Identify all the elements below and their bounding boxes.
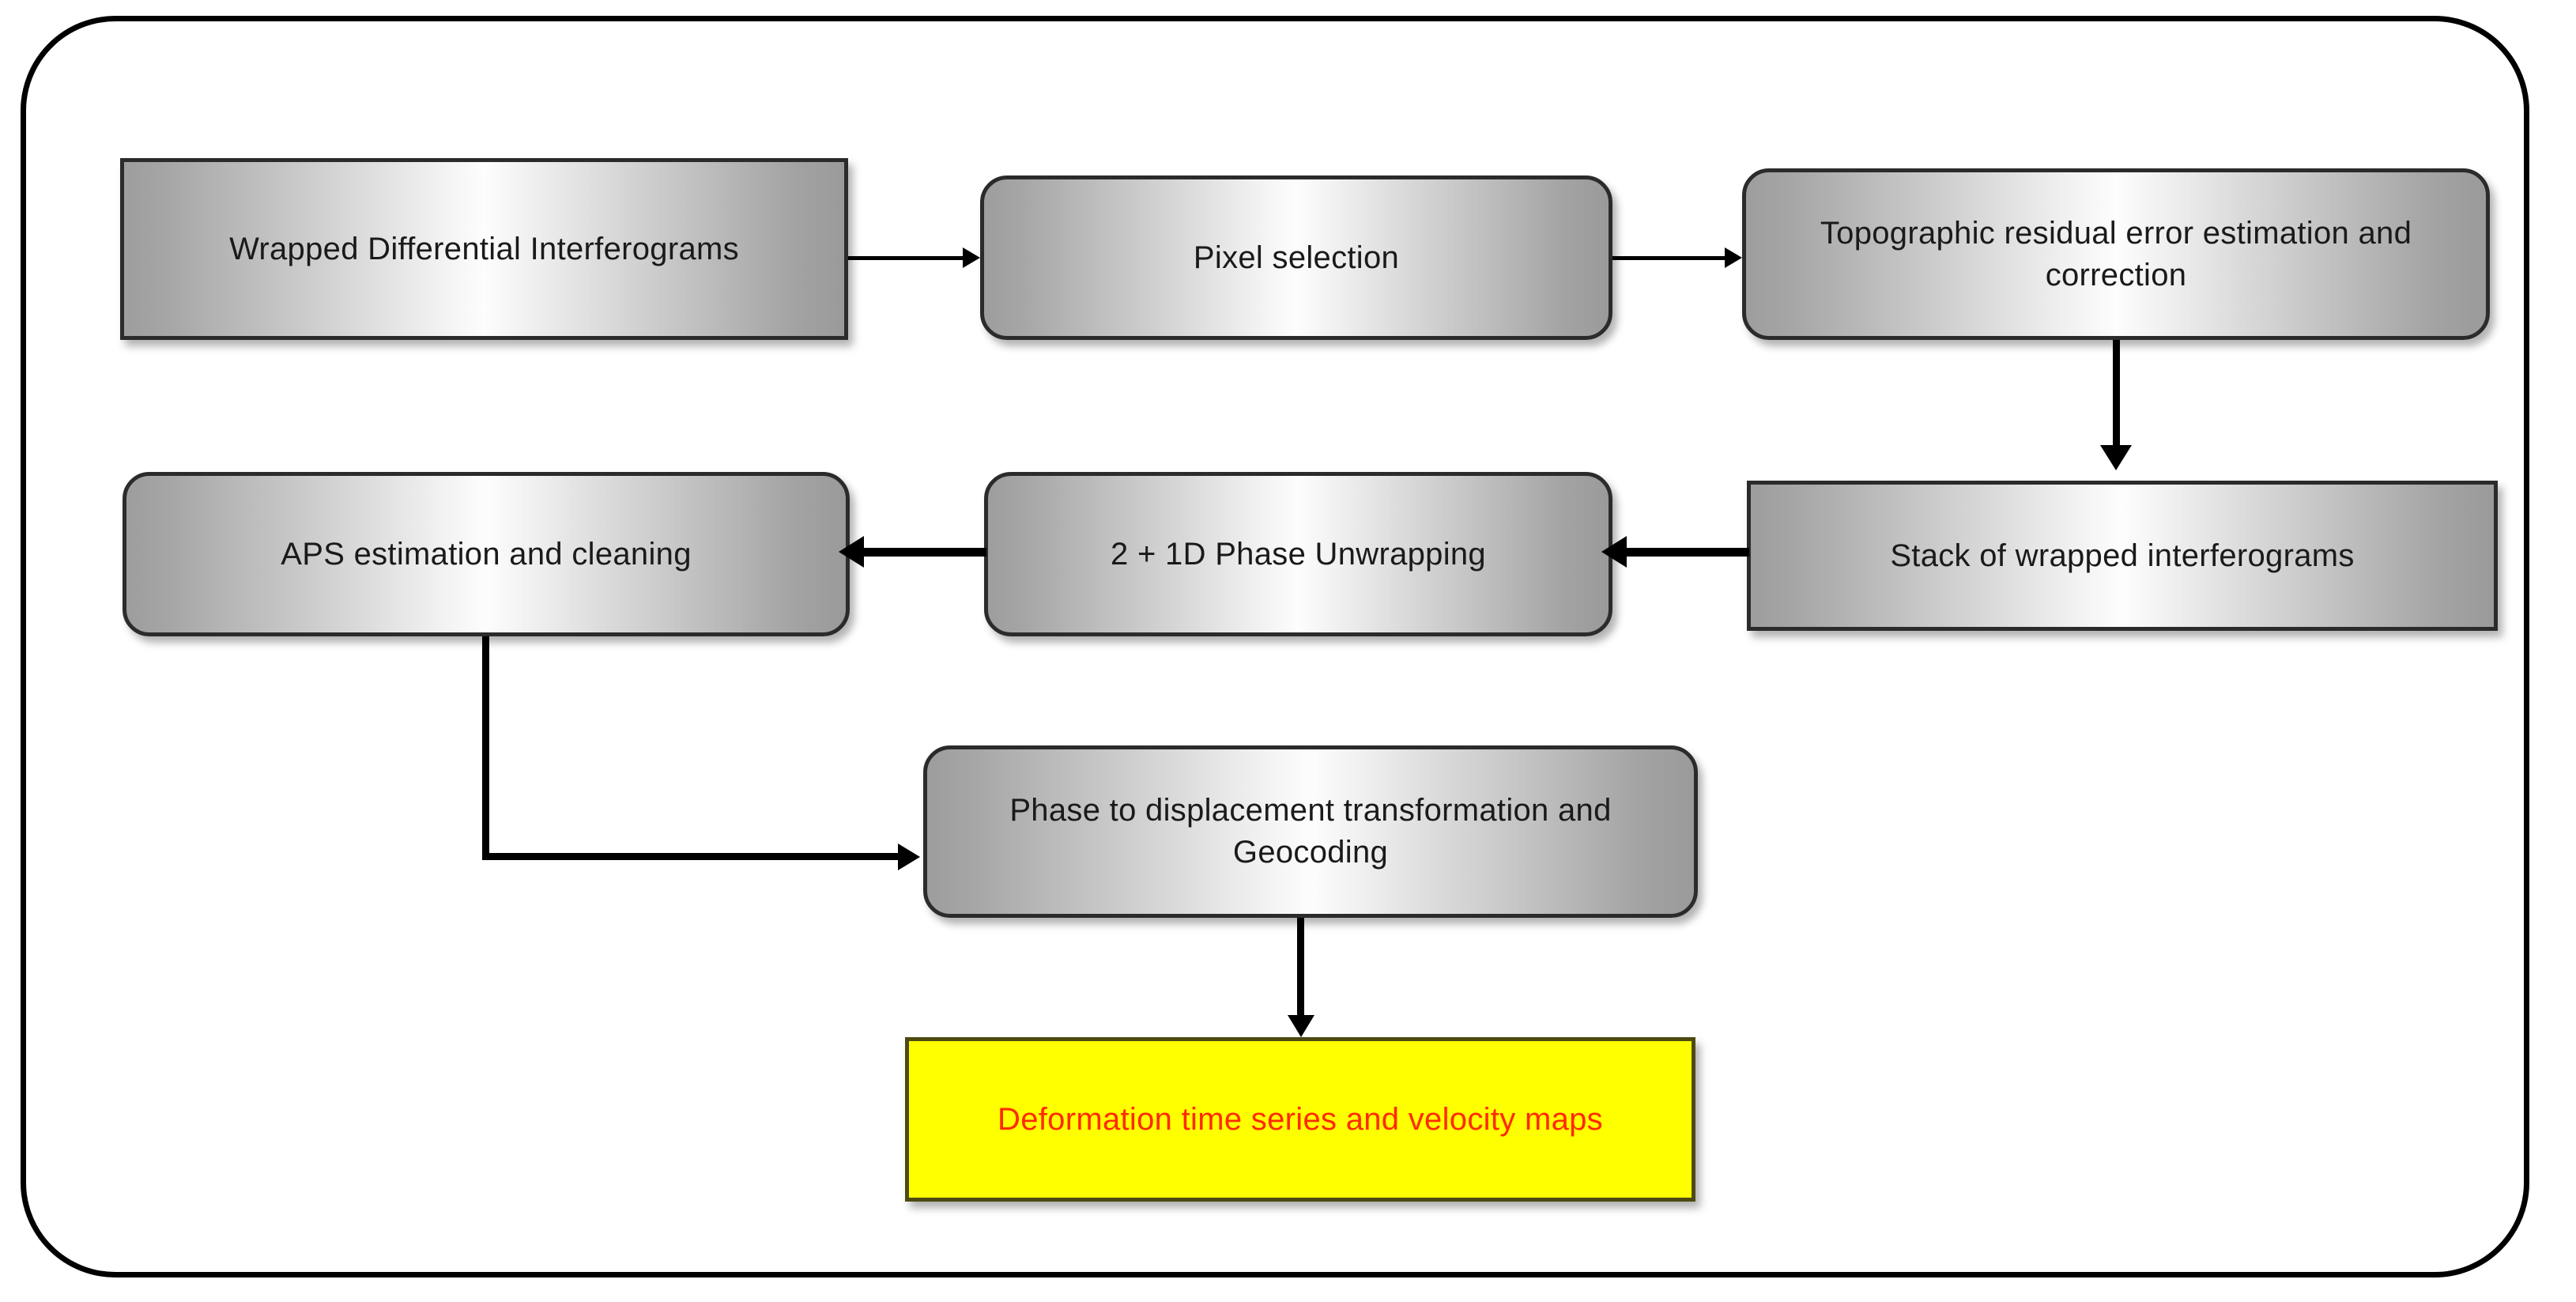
node-phase-unwrapping[interactable]: 2 + 1D Phase Unwrapping <box>984 472 1612 636</box>
node-aps-estimation-and-cleaning[interactable]: APS estimation and cleaning <box>123 472 850 636</box>
node-label: APS estimation and cleaning <box>281 536 692 572</box>
edge-stack-to-unwrap-arrowhead <box>1601 536 1627 568</box>
node-pixel-selection[interactable]: Pixel selection <box>980 175 1612 340</box>
edge-pixel-to-topographic-line <box>1612 256 1728 260</box>
node-phase-to-displacement[interactable]: Phase to displacement transformation and… <box>923 745 1698 918</box>
edge-unwrap-to-aps-arrowhead <box>839 536 864 568</box>
node-wrapped-differential-interferograms[interactable]: Wrapped Differential Interferograms <box>120 158 848 340</box>
edge-topographic-to-stack-arrowhead <box>2100 445 2132 470</box>
edge-aps-to-phase-vertical <box>482 636 489 860</box>
node-label: Stack of wrapped interferograms <box>1890 538 2355 573</box>
node-label: Topographic residual error estimation an… <box>1820 215 2412 292</box>
node-stack-of-wrapped-interferograms[interactable]: Stack of wrapped interferograms <box>1747 481 2498 631</box>
node-label: Deformation time series and velocity map… <box>998 1101 1603 1137</box>
edge-wrapped-to-pixel-line <box>848 256 967 260</box>
edge-wrapped-to-pixel-arrowhead <box>963 247 980 268</box>
edge-unwrap-to-aps-line <box>862 548 986 557</box>
edge-phase-to-deformation-arrowhead <box>1288 1015 1314 1037</box>
edge-pixel-to-topographic-arrowhead <box>1725 247 1742 268</box>
edge-topographic-to-stack-line <box>2113 340 2120 459</box>
node-label: Phase to displacement transformation and… <box>1009 793 1612 870</box>
node-label: 2 + 1D Phase Unwrapping <box>1111 536 1486 572</box>
edge-phase-to-deformation-line <box>1297 918 1304 1019</box>
edge-stack-to-unwrap-line <box>1624 548 1749 557</box>
node-label: Wrapped Differential Interferograms <box>229 231 739 266</box>
edge-aps-to-phase-horizontal <box>482 853 903 860</box>
node-topographic-residual-error[interactable]: Topographic residual error estimation an… <box>1742 168 2490 340</box>
edge-aps-to-phase-arrowhead <box>898 843 920 870</box>
outer-frame-border <box>21 16 2529 1277</box>
node-deformation-time-series[interactable]: Deformation time series and velocity map… <box>905 1037 1695 1202</box>
node-label: Pixel selection <box>1193 240 1400 275</box>
